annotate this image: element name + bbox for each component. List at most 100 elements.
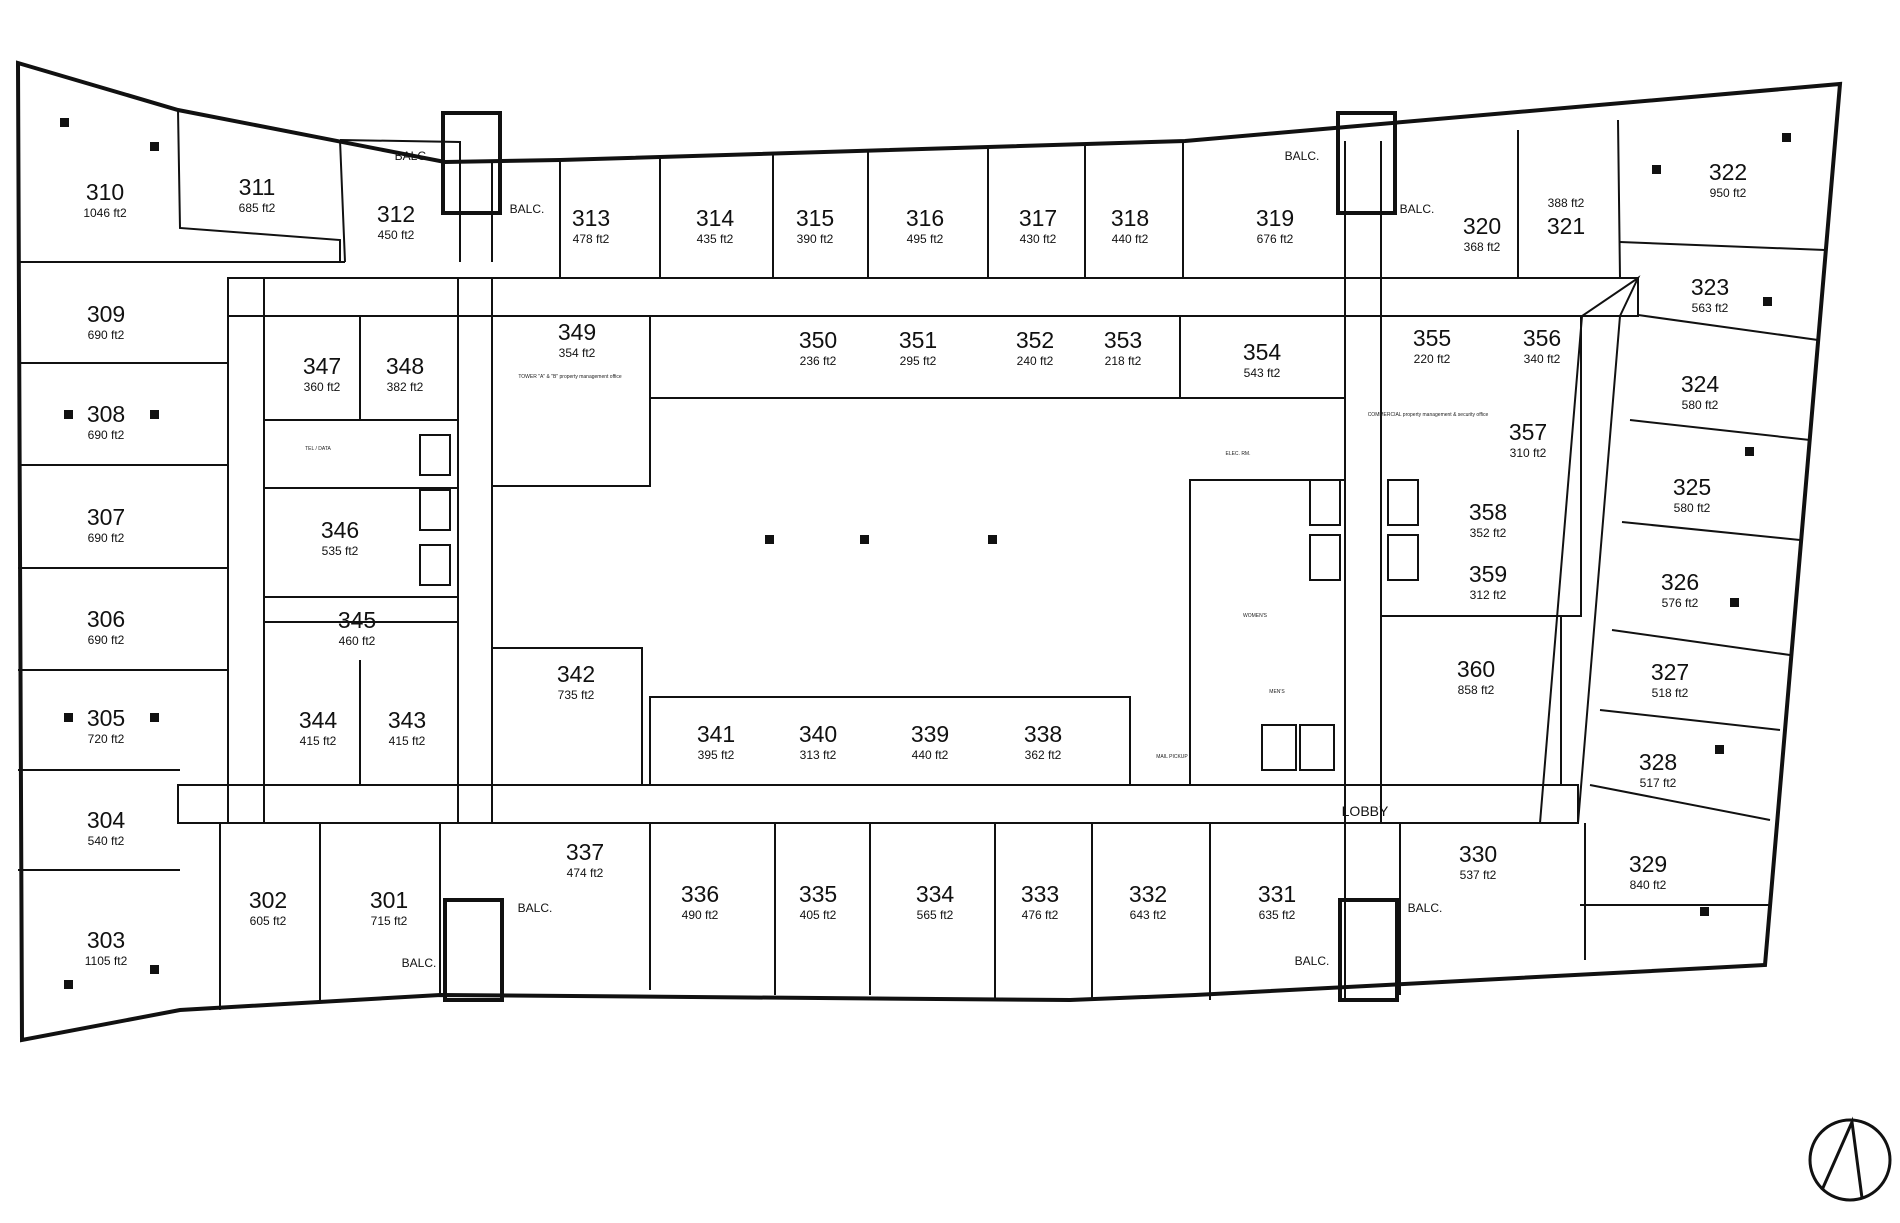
room-number: 351 (899, 327, 937, 353)
room-area: 715 ft2 (371, 914, 408, 928)
mail-pickup-label: MAIL PICKUP (1156, 754, 1188, 760)
room-area: 405 ft2 (800, 908, 837, 922)
mens-label: MEN'S (1269, 689, 1285, 695)
room-area: 312 ft2 (1470, 588, 1507, 602)
room-number: 323 (1691, 274, 1729, 300)
room-number: 346 (321, 517, 359, 543)
room-number: 353 (1104, 327, 1142, 353)
balcony-label: BALC. (510, 202, 545, 216)
room-number: 301 (370, 887, 408, 913)
lobby-label: LOBBY (1342, 803, 1389, 819)
room-area: 440 ft2 (912, 748, 949, 762)
room-number: 311 (239, 174, 276, 200)
elevators (419, 434, 1419, 771)
room-area: 540 ft2 (88, 834, 125, 848)
room-number: 307 (87, 504, 125, 530)
room-area: 352 ft2 (1470, 526, 1507, 540)
room-number: 316 (906, 205, 944, 231)
room-number: 304 (87, 807, 126, 833)
room-area: 1105 ft2 (85, 954, 128, 968)
columns (60, 118, 1791, 989)
room-number: 331 (1258, 881, 1296, 907)
room-area: 563 ft2 (1692, 301, 1729, 315)
room-number: 305 (87, 705, 125, 731)
room-area: 676 ft2 (1257, 232, 1294, 246)
mgmt-office-label: TOWER "A" & "B" property management offi… (518, 374, 622, 380)
room-number: 343 (388, 707, 426, 733)
room-area: 858 ft2 (1458, 683, 1495, 697)
room-area: 460 ft2 (339, 634, 376, 648)
room-number: 309 (87, 301, 125, 327)
room-number: 314 (696, 205, 735, 231)
room-number: 319 (1256, 205, 1294, 231)
room-number: 312 (377, 201, 415, 227)
room-number: 337 (566, 839, 604, 865)
room-number: 328 (1639, 749, 1677, 775)
room-area: 635 ft2 (1259, 908, 1296, 922)
room-area: 605 ft2 (250, 914, 287, 928)
room-number: 350 (799, 327, 837, 353)
room-number: 342 (557, 661, 595, 687)
room-area: 382 ft2 (387, 380, 424, 394)
room-area: 476 ft2 (1022, 908, 1059, 922)
room-area: 537 ft2 (1460, 868, 1497, 882)
tel-data-label: TEL / DATA (305, 446, 331, 452)
room-number: 320 (1463, 213, 1501, 239)
room-area: 518 ft2 (1652, 686, 1689, 700)
room-area: 950 ft2 (1710, 186, 1747, 200)
room-number: 336 (681, 881, 719, 907)
room-area: 450 ft2 (378, 228, 415, 242)
balcony-label: BALC. (395, 149, 430, 163)
room-number: 340 (799, 721, 837, 747)
room-number: 344 (299, 707, 338, 733)
room-area: 360 ft2 (304, 380, 341, 394)
room-area: 690 ft2 (88, 531, 125, 545)
elec-room-label: ELEC. RM. (1225, 451, 1250, 457)
room-area: 535 ft2 (322, 544, 359, 558)
room-area: 565 ft2 (917, 908, 954, 922)
room-area: 643 ft2 (1130, 908, 1167, 922)
commercial-office-label: COMMERCIAL property management & securit… (1368, 412, 1489, 418)
room-number: 303 (87, 927, 125, 953)
room-area: 543 ft2 (1244, 366, 1281, 380)
balcony-label: BALC. (402, 956, 437, 970)
room-area: 340 ft2 (1524, 352, 1561, 366)
balcony-label: BALC. (1295, 954, 1330, 968)
room-area: 440 ft2 (1112, 232, 1149, 246)
room-area: 490 ft2 (682, 908, 719, 922)
room-area: 368 ft2 (1464, 240, 1501, 254)
room-number: 352 (1016, 327, 1054, 353)
room-area: 236 ft2 (800, 354, 837, 368)
room-area: 690 ft2 (88, 633, 125, 647)
